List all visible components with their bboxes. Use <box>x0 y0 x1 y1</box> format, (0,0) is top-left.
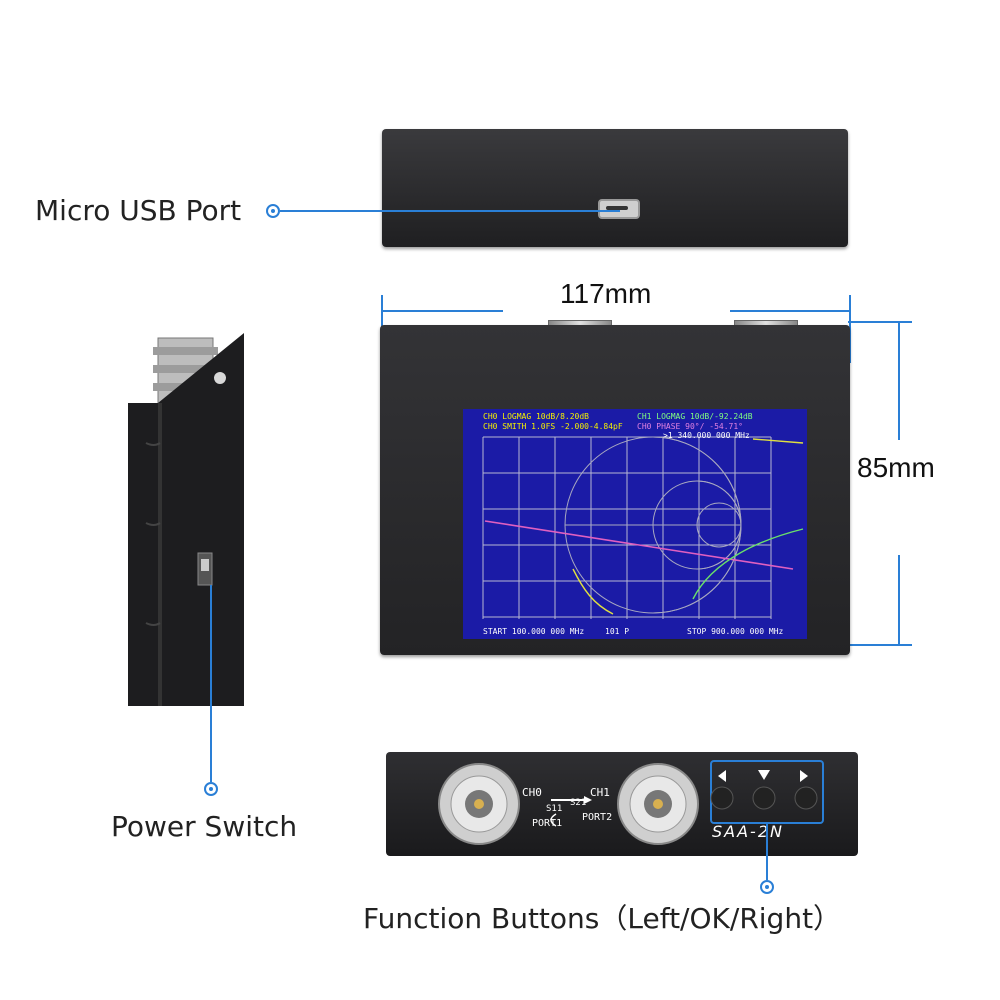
height-dim-top-line <box>898 322 900 440</box>
micro-usb-port <box>598 199 640 219</box>
device-top-view <box>382 129 848 247</box>
width-dim-left-line <box>381 310 503 312</box>
height-dim-bottom-tick <box>848 644 912 646</box>
ch1-label: CH1 <box>590 786 610 799</box>
s21-label: S21 <box>570 798 587 808</box>
buttons-callout-dot <box>760 880 774 894</box>
power-callout-dot <box>204 782 218 796</box>
screen-line1-left: CH0 LOGMAG 10dB/8.20dB <box>483 412 589 421</box>
model-label: SAA-2N <box>712 822 784 841</box>
screen-line1-right: CH1 LOGMAG 10dB/-92.24dB <box>637 412 753 421</box>
vna-screen: CH0 LOGMAG 10dB/8.20dB CH0 SMITH 1.0FS -… <box>463 409 807 639</box>
width-dimension: 117mm <box>560 278 652 309</box>
port2-label: PORT2 <box>582 812 613 823</box>
screen-start-freq: START 100.000 000 MHz <box>483 627 584 636</box>
screen-line2-right: CH0 PHASE 90°/ -54.71° <box>637 422 743 431</box>
usb-callout-line <box>280 210 620 212</box>
width-dim-right-tick <box>849 295 851 363</box>
screen-points: 101 P <box>605 627 629 636</box>
s11-label: S11 <box>546 804 563 814</box>
screen-line2-left: CH0 SMITH 1.0FS -2.000-4.84pF <box>483 422 623 431</box>
height-dim-top-tick <box>848 321 912 323</box>
height-dim-bottom-line <box>898 555 900 645</box>
function-buttons-label: Function Buttons（Left/OK/Right） <box>363 902 842 935</box>
height-dimension: 85mm <box>857 452 935 483</box>
width-dim-right-line <box>730 310 850 312</box>
front-panel-drawing <box>438 760 824 845</box>
screen-stop-freq: STOP 900.000 000 MHz <box>687 627 784 636</box>
device-front-panel: CH0 CH1 S11 S21 PORT1 PORT2 SAA-2N <box>386 752 858 856</box>
screen-marker-freq: >1 340.000 000 MHz <box>663 431 750 440</box>
port1-label: PORT1 <box>532 818 563 829</box>
smith-chart: CH0 LOGMAG 10dB/8.20dB CH0 SMITH 1.0FS -… <box>482 412 804 636</box>
ch0-label: CH0 <box>522 786 542 799</box>
power-callout-line <box>210 585 212 782</box>
usb-callout-dot <box>266 204 280 218</box>
buttons-callout-line <box>766 823 768 880</box>
side-view-drawing <box>128 333 244 706</box>
power-switch-label: Power Switch <box>111 810 298 843</box>
micro-usb-port-label: Micro USB Port <box>35 194 242 227</box>
device-side-view <box>128 333 244 706</box>
